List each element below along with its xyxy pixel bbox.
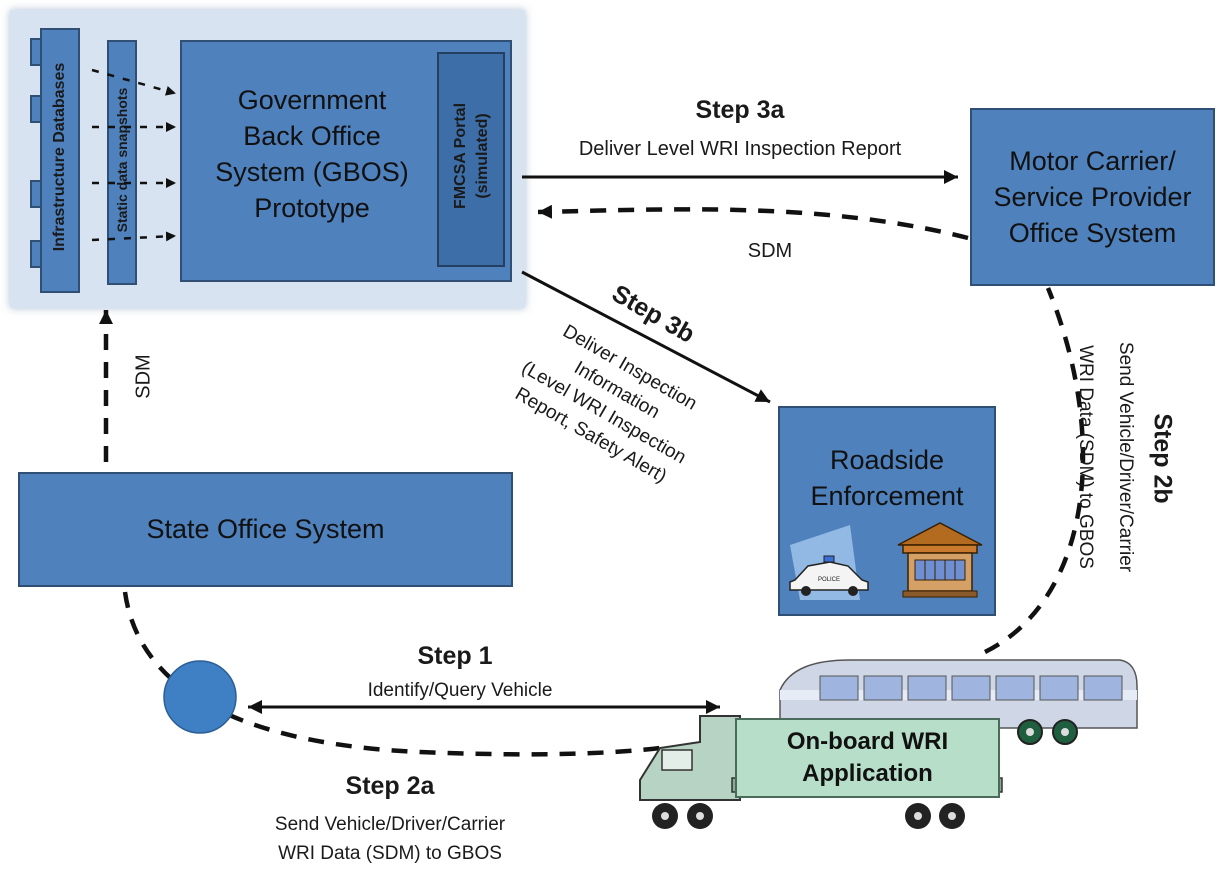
- roadside-node: [163, 660, 237, 734]
- step2b-title: Step 2b: [1148, 413, 1177, 504]
- db-tab: [30, 95, 42, 123]
- bus-icon: [779, 659, 1138, 745]
- step2b-desc-line1: Send Vehicle/Driver/Carrier: [1115, 341, 1136, 573]
- step1-desc: Identify/Query Vehicle: [367, 680, 553, 701]
- db-tab: [30, 180, 42, 208]
- step2a-desc-line2: WRI Data (SDM) to GBOS: [278, 843, 502, 864]
- police-car-icon: POLICE: [789, 525, 869, 600]
- sdm-top-label: SDM: [747, 240, 793, 262]
- step1-title: Step 1: [417, 642, 493, 670]
- infrastructure-databases: [40, 28, 80, 293]
- step3a-title: Step 3a: [695, 96, 785, 124]
- fmcsa-portal[interactable]: [437, 52, 505, 267]
- sdm-left-label: SDM: [132, 354, 155, 399]
- step2a-desc-line1: Send Vehicle/Driver/Carrier: [274, 814, 506, 835]
- sdm-return-arrow: [537, 204, 969, 241]
- step2a-title: Step 2a: [345, 772, 435, 800]
- state-office-box: State Office System: [18, 472, 513, 587]
- motor-carrier-box: Motor Carrier/ Service Provider Office S…: [970, 108, 1215, 286]
- step3b-arrow: [521, 270, 771, 404]
- onboard-wri-box: On-board WRI Application: [735, 718, 1000, 798]
- step3a-desc: Deliver Level WRI Inspection Report: [578, 138, 902, 160]
- step2a-path: [122, 591, 661, 757]
- step2b-path: [983, 287, 1086, 655]
- snapshot-arrows: [91, 68, 176, 242]
- static-data-snapshots: [107, 40, 137, 285]
- police-car-text: POLICE: [818, 577, 840, 583]
- state-office-label: State Office System: [146, 514, 385, 544]
- station-building-icon: [897, 522, 983, 598]
- step2b-desc-line2: WRI Data (SDM) to GBOS: [1075, 345, 1096, 569]
- db-tab: [30, 240, 42, 268]
- gbos-title: Government Back Office System (GBOS) Pro…: [215, 85, 409, 223]
- db-tab: [30, 38, 42, 66]
